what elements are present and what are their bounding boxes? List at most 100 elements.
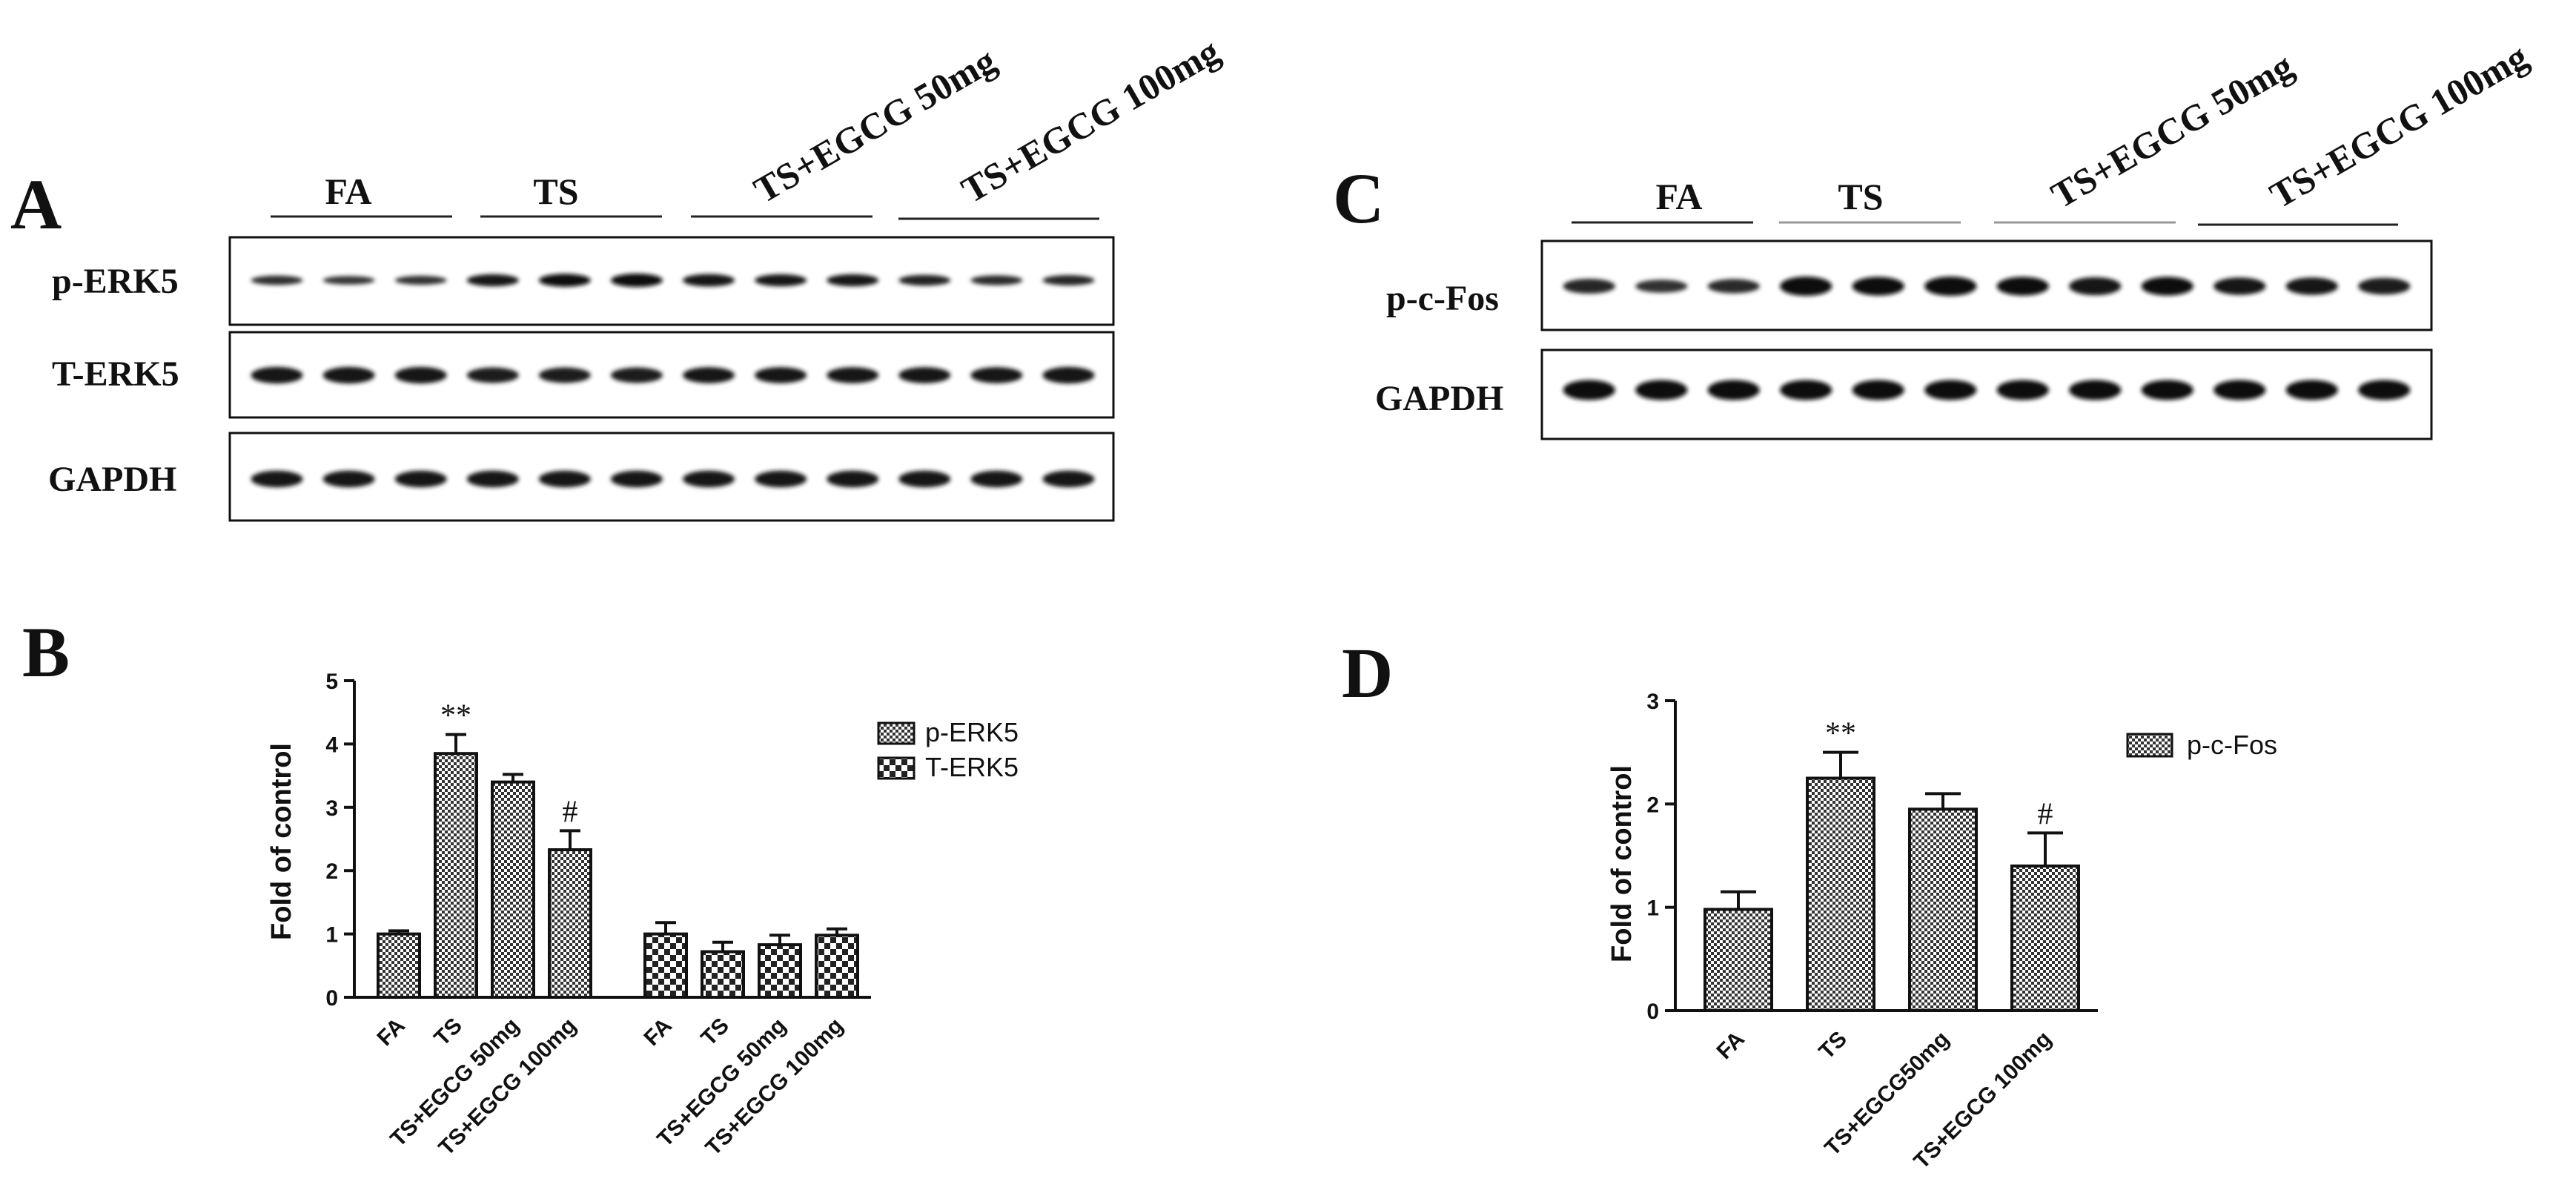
chart-b-t-erk5-bar-4 bbox=[815, 934, 859, 999]
blot-a-t-erk5-band-2 bbox=[322, 366, 375, 384]
chart-b-p-erk5-bar-1 bbox=[377, 932, 421, 999]
blot-c-bands-gapdh bbox=[1563, 380, 2411, 400]
chart-b-p-erk5-bar-3 bbox=[491, 780, 535, 999]
blot-c-p-c-fos-band-4 bbox=[1780, 277, 1832, 296]
blot-c: p-c-Fos GAPDH bbox=[1375, 239, 2433, 440]
blot-c-gapdh-band-5 bbox=[1852, 380, 1904, 400]
chart-b-y-tick-label-0: 0 bbox=[325, 986, 338, 1011]
blot-a-p-erk5-band-5 bbox=[538, 274, 591, 287]
blot-a-frame-t-erk5 bbox=[228, 331, 1115, 419]
blot-a-t-erk5-band-10 bbox=[898, 367, 951, 383]
chart-b-p-erk5-significance-4: # bbox=[563, 795, 578, 829]
chart-b-t-erk5-bar-2 bbox=[701, 950, 745, 999]
chart-b-legend-swatch-p-erk5 bbox=[877, 721, 915, 745]
chart-d-p-c-fos-bar-3 bbox=[1908, 807, 1978, 1013]
blot-a-group-headers: FA TS TS+EGCG 50mg TS+EGCG 100mg bbox=[271, 30, 1227, 220]
chart-b-p-erk5-x-label-1: FA bbox=[373, 1014, 410, 1051]
blot-a-t-erk5-band-9 bbox=[827, 367, 879, 383]
chart-b-y-tick-label-4: 4 bbox=[325, 733, 338, 757]
chart-b-legend-label-t-erk5: T-ERK5 bbox=[925, 752, 1019, 782]
blot-c-group-label-egcg100: TS+EGCG 100mg bbox=[2263, 36, 2535, 217]
blot-a-t-erk5-band-6 bbox=[611, 367, 663, 383]
blot-c-p-c-fos-band-1 bbox=[1563, 278, 1615, 294]
blot-c-p-c-fos-band-7 bbox=[1996, 277, 2049, 296]
blot-a-group-label-egcg100: TS+EGCG 100mg bbox=[955, 30, 1227, 211]
blot-a: p-ERK5 T-ERK5 GAPDH bbox=[48, 236, 1115, 522]
blot-a-gapdh-band-7 bbox=[683, 470, 735, 488]
blot-a-t-erk5-band-8 bbox=[755, 367, 807, 383]
blot-a-t-erk5-band-3 bbox=[394, 366, 447, 384]
panel-letter-b: B bbox=[22, 612, 70, 692]
chart-d-y-tick-label-2: 2 bbox=[1646, 793, 1659, 817]
blot-c-p-c-fos-band-6 bbox=[1924, 277, 1977, 296]
blot-c-gapdh-band-3 bbox=[1707, 380, 1760, 400]
blot-a-gapdh-band-3 bbox=[394, 470, 447, 488]
blot-c-group-label-fa: FA bbox=[1656, 176, 1703, 217]
blot-a-gapdh-band-9 bbox=[827, 470, 879, 488]
blot-a-gapdh-band-12 bbox=[1042, 470, 1095, 488]
chart-b-y-tick-label-3: 3 bbox=[325, 796, 338, 821]
chart-b-bars: **# bbox=[377, 699, 859, 1000]
blot-a-p-erk5-band-12 bbox=[1042, 275, 1095, 285]
chart-b-t-erk5-x-label-1: FA bbox=[640, 1014, 677, 1051]
blot-a-p-erk5-band-7 bbox=[683, 274, 735, 287]
chart-b-legend: p-ERK5 T-ERK5 bbox=[877, 717, 1019, 782]
blot-c-gapdh-band-1 bbox=[1563, 380, 1615, 400]
blot-a-p-erk5-band-3 bbox=[394, 275, 447, 285]
chart-b-y-tick-label-2: 2 bbox=[325, 859, 338, 884]
blot-c-gapdh-band-4 bbox=[1780, 380, 1832, 400]
chart-b-t-erk5-bar-1 bbox=[643, 932, 688, 999]
chart-d-legend-swatch-p-c-fos bbox=[2126, 733, 2173, 758]
blot-a-t-erk5-band-4 bbox=[466, 367, 519, 383]
blot-c-p-c-fos-band-5 bbox=[1852, 277, 1904, 296]
chart-d-bars: **# bbox=[1703, 717, 2080, 1013]
blot-c-group-label-egcg50: TS+EGCG 50mg bbox=[2044, 44, 2300, 217]
blot-c-group-headers: FA TS TS+EGCG 50mg TS+EGCG 100mg bbox=[1572, 36, 2535, 226]
blot-a-gapdh-band-5 bbox=[538, 470, 591, 488]
chart-b-p-erk5-x-label-2: TS bbox=[430, 1014, 467, 1051]
blot-c-gapdh-band-2 bbox=[1635, 380, 1688, 400]
blot-a-gapdh-band-10 bbox=[898, 470, 951, 488]
blot-c-frame-p-c-fos bbox=[1540, 239, 2433, 331]
blot-a-group-label-fa: FA bbox=[325, 171, 372, 212]
chart-d-p-c-fos-x-label-1: FA bbox=[1712, 1027, 1749, 1064]
blot-c-gapdh-band-9 bbox=[2141, 380, 2193, 400]
chart-b-p-erk5-bar-2 bbox=[434, 752, 478, 1000]
blot-a-gapdh-band-8 bbox=[755, 470, 807, 488]
blot-c-gapdh-band-10 bbox=[2214, 380, 2266, 400]
blot-c-p-c-fos-band-12 bbox=[2358, 277, 2411, 295]
blot-a-p-erk5-band-6 bbox=[611, 274, 663, 287]
blot-a-bands-p-erk5 bbox=[251, 274, 1095, 287]
blot-a-p-erk5-band-11 bbox=[970, 275, 1023, 285]
blot-a-p-erk5-band-8 bbox=[755, 274, 807, 287]
chart-d-p-c-fos-significance-4: # bbox=[2038, 797, 2053, 831]
blot-c-bands-p-c-fos bbox=[1563, 277, 2411, 296]
blot-a-p-erk5-band-4 bbox=[466, 274, 519, 287]
chart-d-p-c-fos-bar-2 bbox=[1806, 776, 1875, 1012]
blot-c-row-label-p-c-fos: p-c-Fos bbox=[1386, 279, 1499, 318]
blot-a-row-label-t-erk5: T-ERK5 bbox=[52, 354, 179, 394]
chart-d-ylabel: Fold of control bbox=[1606, 765, 1638, 962]
blot-a-gapdh-band-6 bbox=[611, 470, 663, 488]
chart-d-p-c-fos-bar-4 bbox=[2010, 864, 2080, 1013]
blot-c-p-c-fos-band-9 bbox=[2141, 277, 2193, 296]
blot-a-frame-gapdh bbox=[228, 432, 1115, 522]
blot-c-frame-gapdh bbox=[1540, 348, 2433, 440]
chart-b-ylabel: Fold of control bbox=[266, 743, 297, 940]
blot-a-gapdh-band-2 bbox=[322, 470, 375, 488]
chart-b-y-tick-label-5: 5 bbox=[325, 670, 338, 694]
chart-d-p-c-fos-bar-1 bbox=[1703, 908, 1773, 1013]
blot-a-bands-gapdh bbox=[251, 470, 1095, 488]
blot-c-gapdh-band-8 bbox=[2069, 380, 2122, 400]
chart-b-t-erk5-x-label-2: TS bbox=[697, 1014, 734, 1051]
blot-c-row-label-gapdh: GAPDH bbox=[1375, 379, 1503, 418]
blot-a-p-erk5-band-1 bbox=[251, 275, 303, 285]
blot-a-t-erk5-band-7 bbox=[683, 367, 735, 383]
blot-a-t-erk5-band-12 bbox=[1042, 366, 1095, 384]
blot-c-gapdh-band-7 bbox=[1996, 380, 2049, 400]
chart-d-y-tick-label-3: 3 bbox=[1646, 690, 1659, 714]
panel-letter-d: D bbox=[1342, 633, 1393, 713]
